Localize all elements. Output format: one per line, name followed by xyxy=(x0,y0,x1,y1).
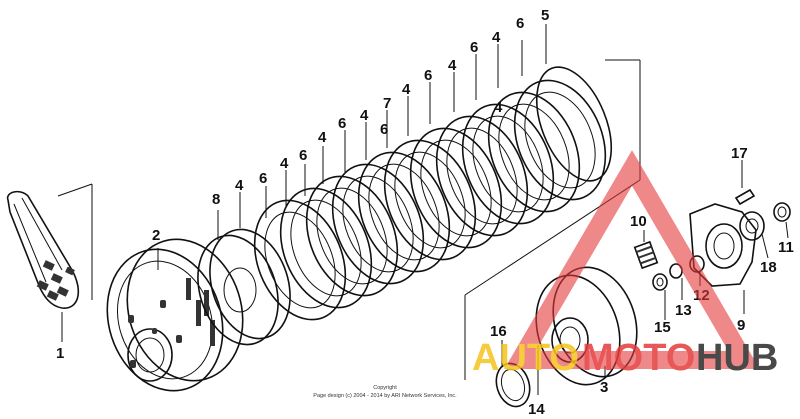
callout-4b: 4 xyxy=(280,155,289,172)
copyright-line-1: Copyright xyxy=(373,385,397,391)
callout-2: 2 xyxy=(152,227,160,244)
callout-16: 16 xyxy=(490,323,507,340)
callout-9: 9 xyxy=(737,317,745,334)
callout-13: 13 xyxy=(675,302,692,319)
callout-11: 11 xyxy=(778,239,794,256)
callout-6g: 6 xyxy=(516,15,524,32)
part-chain xyxy=(6,183,93,342)
callout-1: 1 xyxy=(56,345,64,362)
callout-4f: 4 xyxy=(448,57,457,74)
callout-labels: 1 2 8 4 6 4 6 4 6 4 6 7 4 6 4 6 4 6 4 5 … xyxy=(56,7,794,418)
watermark-word-moto: MOTO xyxy=(582,337,695,379)
watermark-triangle-icon xyxy=(504,150,760,369)
callout-4g: 4 xyxy=(492,29,501,46)
callout-18: 18 xyxy=(760,259,777,276)
callout-6f: 6 xyxy=(470,39,478,56)
copyright-notice: Copyright Page design (c) 2004 - 2014 by… xyxy=(313,385,457,399)
callout-4a: 4 xyxy=(235,177,244,194)
callout-10: 10 xyxy=(630,213,647,230)
callout-17: 17 xyxy=(731,145,748,162)
callout-6a: 6 xyxy=(259,170,267,187)
callout-8: 8 xyxy=(212,191,220,208)
callout-4c: 4 xyxy=(318,129,327,146)
callout-14: 14 xyxy=(528,401,545,418)
callout-3: 3 xyxy=(600,379,608,396)
callout-5: 5 xyxy=(541,7,549,24)
callout-4d: 4 xyxy=(360,107,369,124)
part-plate-stack xyxy=(239,24,613,321)
callout-4h: 4 xyxy=(494,99,503,116)
callout-6d: 6 xyxy=(380,121,388,138)
part-pressure-plate xyxy=(197,210,291,346)
callout-6b: 6 xyxy=(299,147,307,164)
callout-6e: 6 xyxy=(424,67,432,84)
copyright-line-2: Page design (c) 2004 - 2014 by ARI Netwo… xyxy=(313,393,457,399)
watermark-logo: AUTO MOTO HUB xyxy=(472,150,778,379)
callout-15: 15 xyxy=(654,319,671,336)
watermark-word-auto: AUTO xyxy=(472,337,579,379)
callout-7: 7 xyxy=(383,95,391,112)
part-clutch-outer xyxy=(106,238,244,392)
callout-4e: 4 xyxy=(402,81,411,98)
watermark-word-hub: HUB xyxy=(696,337,778,379)
callout-6c: 6 xyxy=(338,115,346,132)
